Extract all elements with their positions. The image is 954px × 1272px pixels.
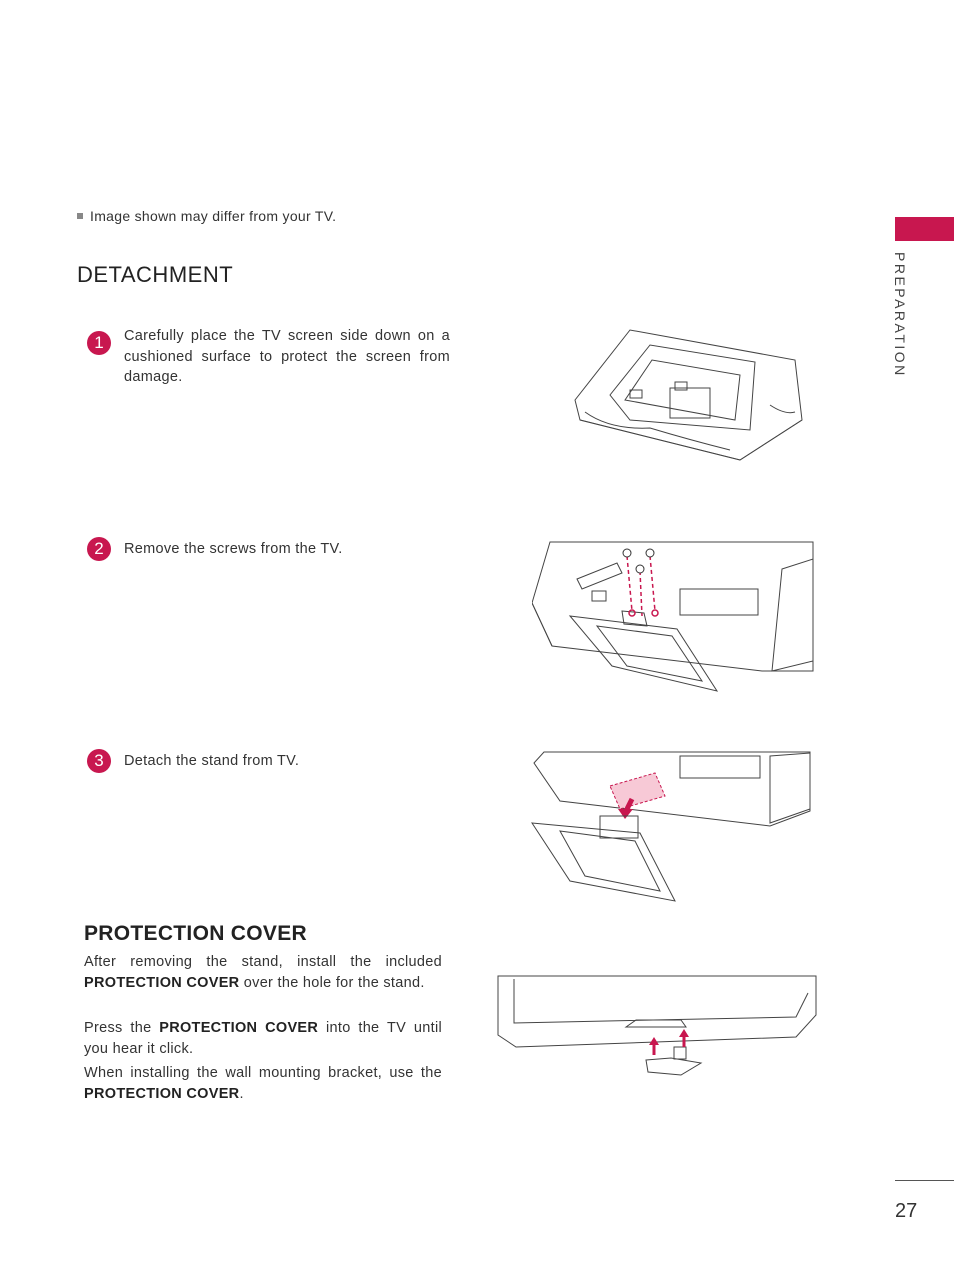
footer-divider [895, 1180, 954, 1181]
section-label: PREPARATION [890, 252, 910, 392]
p1-bold: PROTECTION COVER [84, 975, 240, 991]
p3-bold: PROTECTION COVER [84, 1086, 240, 1102]
protection-paragraph-2: Press the PROTECTION COVER into the TV u… [84, 1018, 442, 1060]
step-1-number: 1 [87, 331, 111, 355]
image-note: Image shown may differ from your TV. [77, 208, 336, 224]
detachment-heading: DETACHMENT [77, 262, 234, 287]
step-3-number: 3 [87, 749, 111, 773]
section-tab [895, 217, 954, 241]
p1-text-a: After removing the stand, install the in… [84, 954, 442, 970]
image-note-text: Image shown may differ from your TV. [90, 208, 337, 224]
p3-text-a: When installing the wall mounting bracke… [84, 1065, 442, 1081]
section-label-text: PREPARATION [892, 252, 908, 378]
protection-paragraph-3: When installing the wall mounting bracke… [84, 1063, 442, 1105]
p2-bold: PROTECTION COVER [159, 1020, 319, 1036]
protection-paragraph-1: After removing the stand, install the in… [84, 952, 442, 994]
p3-text-c: . [239, 1086, 244, 1102]
protection-cover-heading: PROTECTION COVER [84, 922, 307, 945]
protection-cover-illustration [497, 975, 817, 1076]
step-3-text: Detach the stand from TV. [124, 753, 300, 769]
detach-stand-illustration [531, 751, 811, 902]
p2-text-c: into the TV until you hear it click. [84, 1020, 442, 1057]
page-number: 27 [895, 1200, 918, 1222]
bullet-square-icon [77, 213, 83, 219]
step-2-number: 2 [87, 537, 111, 561]
p1-text-c: over the hole for the stand. [239, 975, 425, 991]
step-1-text: Carefully place the TV screen side down … [124, 328, 450, 385]
step-2-text: Remove the screws from the TV. [124, 541, 343, 557]
tv-on-cushion-illustration [574, 329, 803, 461]
remove-screws-illustration [532, 541, 814, 692]
p2-text-a: Press the [84, 1020, 160, 1036]
